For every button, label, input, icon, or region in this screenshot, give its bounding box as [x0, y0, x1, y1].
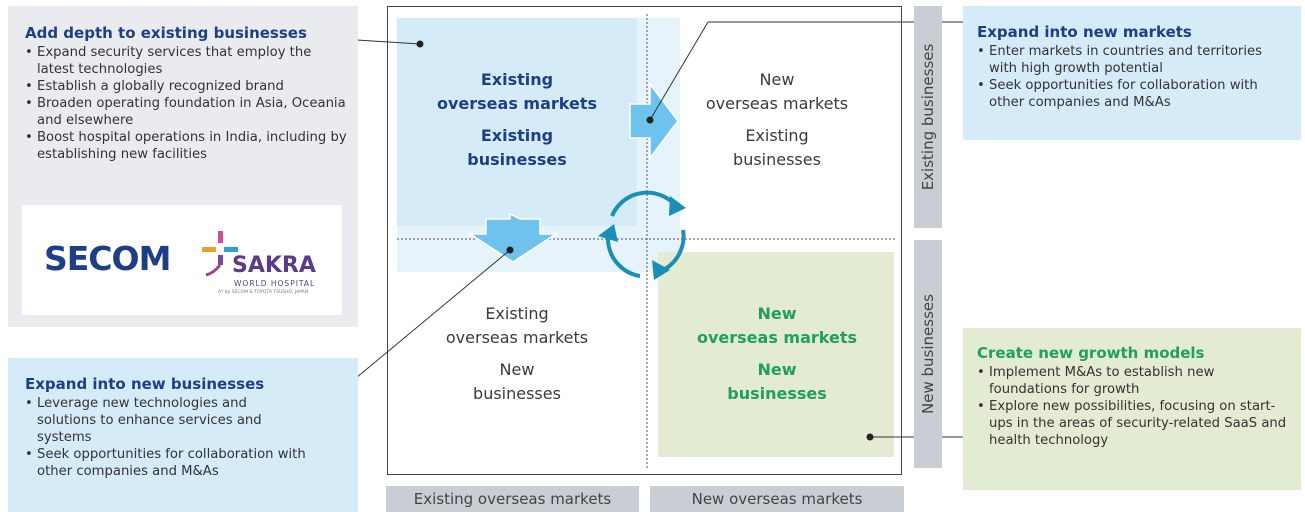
new-markets-list: Enter markets in countries and territori…	[977, 43, 1291, 111]
growth-models-title: Create new growth models	[977, 344, 1205, 362]
list-item: Boost hospital operations in India, incl…	[25, 129, 348, 163]
quadrant-top-right-line4: businesses	[733, 150, 821, 169]
quadrant-bottom-right-line3: New	[757, 360, 797, 379]
quadrant-top-left-text: Existing overseas markets Existing busin…	[400, 68, 634, 172]
new-markets-title: Expand into new markets	[977, 23, 1192, 41]
axis-label-existing-businesses-text: Existing businesses	[919, 43, 937, 191]
list-item: Broaden operating foundation in Asia, Oc…	[25, 95, 348, 129]
quadrant-top-left-line1: Existing	[480, 70, 554, 89]
sakra-logo-sub: WORLD HOSPITAL	[234, 279, 316, 288]
matrix-frame	[387, 6, 902, 475]
new-businesses-title: Expand into new businesses	[25, 375, 265, 393]
secom-logo: SECOM	[44, 239, 171, 278]
axis-label-new-markets: New overseas markets	[650, 486, 904, 512]
quadrant-top-right-line3: Existing	[745, 126, 809, 145]
logos-panel: SECOM SAKRA WORLD HOSPITAL A* by SECOM &…	[22, 205, 342, 315]
quadrant-top-left-line2: overseas markets	[436, 94, 598, 113]
quadrant-bottom-left-line3: New	[499, 360, 535, 379]
depth-list: Expand security services that employ the…	[25, 44, 348, 163]
list-item: Leverage new technologies and solutions …	[25, 395, 308, 446]
new-businesses-callout: Expand into new businesses Leverage new …	[8, 358, 358, 512]
list-item: Enter markets in countries and territori…	[977, 43, 1291, 77]
growth-models-list: Implement M&As to establish new foundati…	[977, 364, 1291, 449]
quadrant-top-right-line2: overseas markets	[705, 94, 849, 113]
list-item: Establish a globally recognized brand	[25, 78, 348, 95]
axis-label-existing-businesses: Existing businesses	[914, 6, 942, 228]
axis-label-new-businesses: New businesses	[914, 240, 942, 468]
list-item: Implement M&As to establish new foundati…	[977, 364, 1291, 398]
quadrant-bottom-left-line1: Existing	[485, 304, 549, 323]
quadrant-top-right-line1: New	[759, 70, 795, 89]
quadrant-bottom-right-line1: New	[757, 304, 797, 323]
quadrant-bottom-right-line4: businesses	[727, 384, 827, 403]
list-item: Expand security services that employ the…	[25, 44, 348, 78]
quadrant-bottom-left-text: Existing overseas markets New businesses	[400, 302, 634, 406]
list-item: Explore new possibilities, focusing on s…	[977, 398, 1291, 449]
new-markets-callout: Expand into new markets Enter markets in…	[963, 6, 1301, 140]
quadrant-top-left-line4: businesses	[467, 150, 567, 169]
quadrant-bottom-right-line2: overseas markets	[696, 328, 858, 347]
depth-title: Add depth to existing businesses	[25, 24, 307, 42]
list-item: Seek opportunities for collaboration wit…	[977, 77, 1291, 111]
quadrant-bottom-left-line4: businesses	[473, 384, 561, 403]
quadrant-top-left-line3: Existing	[480, 126, 554, 145]
growth-models-callout: Create new growth models Implement M&As …	[963, 328, 1301, 490]
quadrant-top-right-text: New overseas markets Existing businesses	[660, 68, 894, 172]
sakra-logo-mark	[202, 231, 238, 277]
sakra-logo-tag: A* by SECOM & TOYOTA TSUSHO, JAPAN	[218, 290, 309, 295]
quadrant-bottom-right-fill	[658, 252, 894, 457]
quadrant-bottom-left-line2: overseas markets	[445, 328, 589, 347]
quadrant-bottom-right-text: New overseas markets New businesses	[660, 302, 894, 406]
axis-label-new-businesses-text: New businesses	[919, 294, 937, 414]
sakra-logo-name: SAKRA	[232, 253, 316, 278]
list-item: Seek opportunities for collaboration wit…	[25, 446, 308, 480]
quadrant-top-left-fill	[397, 18, 637, 226]
new-businesses-list: Leverage new technologies and solutions …	[25, 395, 348, 480]
axis-label-existing-markets: Existing overseas markets	[386, 486, 639, 512]
